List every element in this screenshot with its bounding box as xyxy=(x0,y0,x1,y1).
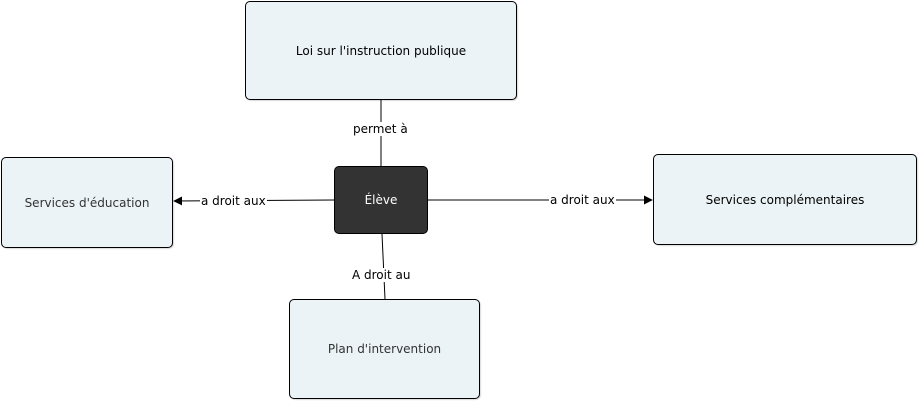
node-eleve-label: Élève xyxy=(364,193,398,207)
connector-eleve-plan xyxy=(381,233,386,300)
node-law[interactable]: Loi sur l'instruction publique xyxy=(245,1,517,100)
node-intervention-plan[interactable]: Plan d'intervention xyxy=(289,299,480,399)
link-label-education: a droit aux xyxy=(200,194,267,208)
link-label-permet: permet à xyxy=(352,122,409,136)
link-label-plan: A droit au xyxy=(351,268,412,282)
node-intervention-plan-label: Plan d'intervention xyxy=(327,342,442,356)
node-complementary-services[interactable]: Services complémentaires xyxy=(653,154,917,245)
link-label-complementary: a droit aux xyxy=(549,193,616,207)
node-eleve[interactable]: Élève xyxy=(334,166,428,234)
node-education-services[interactable]: Services d'éducation xyxy=(1,157,173,248)
node-law-label: Loi sur l'instruction publique xyxy=(295,43,467,58)
node-complementary-services-label: Services complémentaires xyxy=(705,192,865,207)
node-education-services-label: Services d'éducation xyxy=(24,195,150,210)
